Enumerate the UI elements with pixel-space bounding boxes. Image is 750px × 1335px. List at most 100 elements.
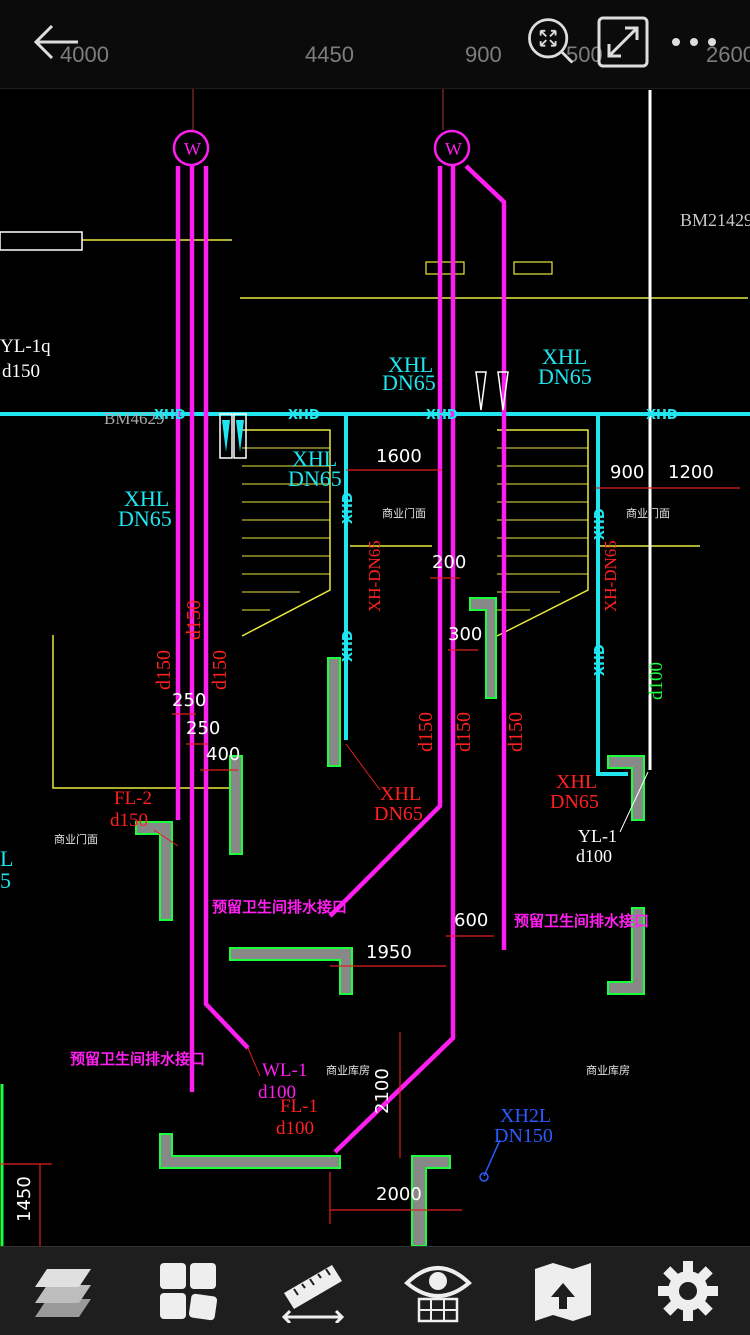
xhd-tag: XHD xyxy=(593,644,608,676)
pipe-label: XHL xyxy=(124,486,169,511)
room-label: 商业门面 xyxy=(54,832,98,846)
pipe-label: d150 xyxy=(183,600,205,640)
wall-segments xyxy=(135,597,645,1246)
pipe-label: d100 xyxy=(576,846,612,866)
layers-button[interactable] xyxy=(18,1251,108,1331)
pipe-label: XHL xyxy=(292,446,337,471)
settings-button[interactable] xyxy=(643,1251,733,1331)
dimension-label: 900 xyxy=(610,462,644,483)
drawing-canvas[interactable]: W W BM21429 BM4629 YL-1q d150 X xyxy=(0,88,750,1246)
map-upload-icon xyxy=(534,1263,591,1321)
pipe-label: XHL xyxy=(388,352,433,377)
w-circle xyxy=(172,129,210,167)
ruler-label: 4000 xyxy=(60,42,109,67)
view-button[interactable] xyxy=(393,1251,483,1331)
measure-button[interactable] xyxy=(268,1251,358,1331)
pipe-label: DN150 xyxy=(494,1125,553,1147)
valve-symbols xyxy=(219,371,509,459)
top-toolbar: 4000 4450 900 500 2600 xyxy=(0,0,750,89)
pipe-label: WL-1 xyxy=(262,1060,307,1081)
dimension-lines xyxy=(0,469,740,1246)
eye-grid-icon xyxy=(403,1266,472,1323)
dimension-label: 250 xyxy=(186,718,220,739)
drain-label: 预留卫生间排水接口 xyxy=(212,898,347,916)
pipe-label: DN65 xyxy=(550,791,599,813)
pipe-label: XH-DN65 xyxy=(601,540,620,612)
zoom-extents-button[interactable] xyxy=(522,14,578,70)
dimension-label: 2100 xyxy=(372,1068,393,1114)
pipe-label: XH-DN65 xyxy=(365,540,384,612)
pipe-label: FL-2 xyxy=(114,788,152,809)
room-label: 商业库房 xyxy=(326,1063,370,1077)
layers-icon xyxy=(34,1269,91,1317)
xhd-tag: XHD xyxy=(154,408,186,423)
leader xyxy=(619,771,649,833)
pipe-label: L xyxy=(0,846,13,871)
ruler-label: 2600 xyxy=(706,42,750,67)
pipe-label: d150 xyxy=(505,712,527,752)
drain-label: 预留卫生间排水接口 xyxy=(514,912,649,930)
fullscreen-button[interactable] xyxy=(595,14,651,70)
pipe-label: DN65 xyxy=(382,370,436,395)
layout-button[interactable] xyxy=(143,1251,233,1331)
magenta-pipes xyxy=(175,164,507,1154)
yellow-tag xyxy=(513,261,553,275)
pipe-label: DN65 xyxy=(288,466,342,491)
drain-label: 预留卫生间排水接口 xyxy=(70,1050,205,1068)
xhd-tag: XHD xyxy=(646,408,678,423)
leader xyxy=(483,1139,501,1177)
xhd-tag: XHD xyxy=(288,408,320,423)
ruler-measure-icon xyxy=(281,1265,344,1323)
w-label: W xyxy=(184,139,201,159)
pipe-label: XH2L xyxy=(500,1105,551,1127)
arrow-left-icon xyxy=(33,24,78,60)
pipe-label: FL-1 xyxy=(280,1096,318,1117)
pipe-label: d150 xyxy=(453,712,475,752)
pipe-label: d150 xyxy=(209,650,231,690)
pipe-label: DN65 xyxy=(538,364,592,389)
xhd-tag: XHD xyxy=(341,492,356,524)
yellow-lines xyxy=(52,239,748,789)
dimension-label: 1600 xyxy=(376,446,422,467)
xhd-vertical xyxy=(596,414,628,776)
pipe-label: d150 xyxy=(2,361,40,382)
w-circle xyxy=(433,129,471,167)
valve-fill xyxy=(222,420,230,452)
dimension-label: 1950 xyxy=(366,942,412,963)
room-label: 商业门面 xyxy=(382,506,426,520)
w-label: W xyxy=(445,139,462,159)
export-button[interactable] xyxy=(518,1251,608,1331)
pipe-label: d100 xyxy=(276,1118,314,1139)
room-label: 商业库房 xyxy=(586,1063,630,1077)
pipe-label: 5 xyxy=(0,868,11,893)
more-button[interactable] xyxy=(666,14,722,70)
zoom-extents-icon xyxy=(528,18,574,64)
dimension-label: 600 xyxy=(454,910,488,931)
bottom-toolbar xyxy=(0,1246,750,1335)
ruler-label: 500 xyxy=(566,42,603,67)
dimension-label: 300 xyxy=(448,624,482,645)
pipe-label: d100 xyxy=(646,662,667,700)
ref-label: BM21429 xyxy=(680,210,750,230)
back-button[interactable] xyxy=(28,14,84,70)
room-label: 商业门面 xyxy=(626,506,670,520)
pipe-dot xyxy=(479,1172,489,1182)
more-dots-icon xyxy=(672,38,716,46)
yellow-tag xyxy=(425,261,465,275)
ruler-label: 4450 xyxy=(305,42,354,67)
pipe-label: XHL xyxy=(542,344,587,369)
pipe-label: d100 xyxy=(258,1082,296,1103)
xhd-tag: XHD xyxy=(593,508,608,540)
leader-lines xyxy=(153,743,381,1077)
pipe-label: XHL xyxy=(556,771,597,793)
dimension-label: 400 xyxy=(206,744,240,765)
pipe-label: DN65 xyxy=(118,506,172,531)
pipe-label: XHL xyxy=(380,783,421,805)
pipe-label: YL-1 xyxy=(578,826,617,846)
expand-icon xyxy=(597,16,649,68)
pipe-label: d150 xyxy=(415,712,437,752)
pipe-label: YL-1q xyxy=(0,336,51,357)
ref-label: BM4629 xyxy=(104,409,164,428)
white-rect xyxy=(0,231,83,251)
cad-drawing: W W BM21429 BM4629 YL-1q d150 X xyxy=(0,88,750,1246)
